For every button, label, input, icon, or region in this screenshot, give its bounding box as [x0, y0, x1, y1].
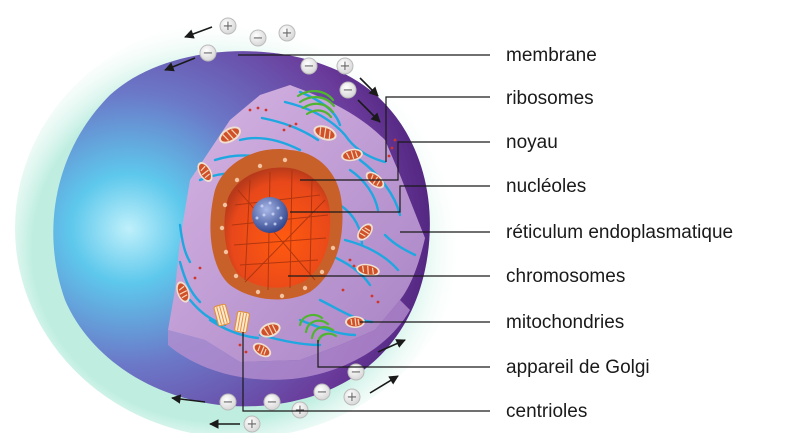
label-centrioles: centrioles [506, 401, 587, 422]
svg-text:−: − [267, 395, 278, 410]
svg-text:−: − [343, 83, 354, 98]
ion-plus: + [220, 18, 236, 34]
ion-minus: − [200, 45, 216, 61]
svg-text:+: + [347, 390, 358, 405]
svg-text:−: − [317, 385, 328, 400]
label-mitochondries: mitochondries [506, 312, 624, 333]
svg-text:+: + [340, 59, 351, 74]
label-noyau: noyau [506, 132, 558, 153]
nucleolus [252, 197, 288, 233]
ion-minus: − [301, 58, 317, 74]
ion-plus: + [279, 25, 295, 41]
label-nucleoles: nucléoles [506, 176, 586, 197]
label-membrane: membrane [506, 45, 597, 66]
svg-text:+: + [247, 417, 258, 432]
svg-text:−: − [223, 395, 234, 410]
svg-text:−: − [203, 46, 214, 61]
labels: membrane ribosomes noyau nucléoles rétic… [506, 45, 733, 422]
label-golgi: appareil de Golgi [506, 357, 650, 378]
svg-text:−: − [253, 31, 264, 46]
svg-text:+: + [282, 26, 293, 41]
svg-text:+: + [223, 19, 234, 34]
ion-minus: − [314, 384, 330, 400]
ion-minus: − [220, 394, 236, 410]
nucleus [210, 149, 342, 299]
ion-minus: − [250, 30, 266, 46]
ion-minus: − [340, 82, 356, 98]
label-ribosomes: ribosomes [506, 88, 594, 109]
ion-plus: + [344, 389, 360, 405]
label-reticulum: réticulum endoplasmatique [506, 222, 733, 243]
label-chromosomes: chromosomes [506, 266, 625, 287]
ion-minus: − [264, 394, 280, 410]
svg-text:−: − [304, 59, 315, 74]
ion-plus: + [292, 402, 308, 418]
ion-plus: + [337, 58, 353, 74]
centriole-b [234, 311, 249, 333]
ion-plus: + [244, 416, 260, 432]
